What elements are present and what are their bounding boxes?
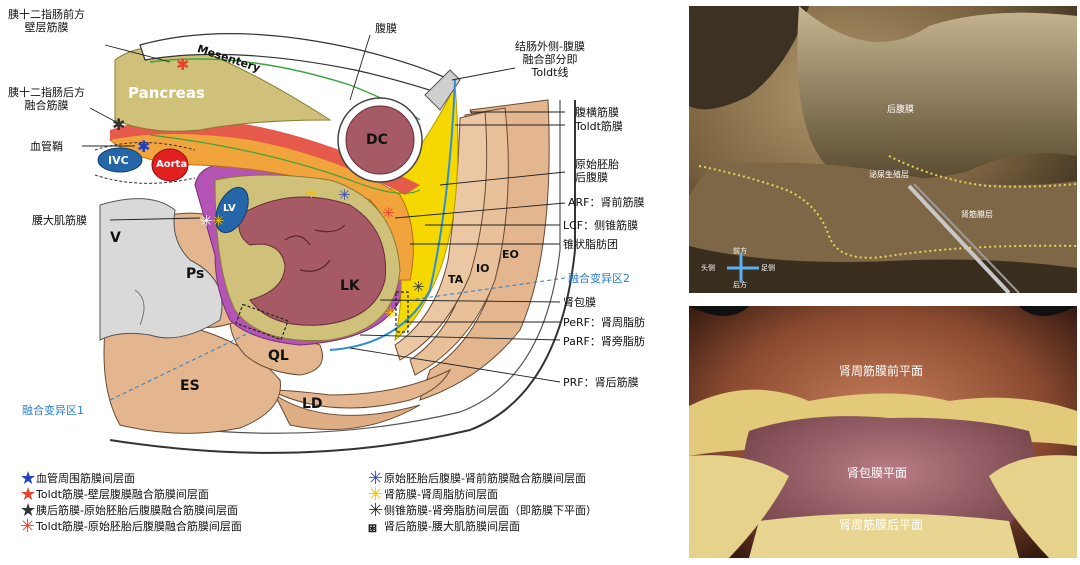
laparoscopic-photo-svg	[689, 306, 1077, 558]
anatomy-diagram-svg: ✱ ✱ ✱ ✳ ✳ ✳ ✳ ✳ ✳ ✳	[82, 33, 576, 454]
orientation-arrows	[727, 254, 759, 282]
organ-label-v: V	[110, 230, 121, 246]
label-toldt-fascia: Toldt筋膜	[575, 120, 623, 133]
toldt-line-wedge	[424, 69, 461, 111]
body-wall-outline-2	[119, 100, 561, 434]
orientation-label-back: 后方	[733, 281, 747, 289]
legend-item: ★Toldt筋膜-壁层腹膜融合筋膜间层面	[20, 484, 209, 505]
laparoscopic-photo: 肾周筋膜前平面 肾包膜平面 肾周筋膜后平面	[689, 306, 1077, 558]
organ-label-ps: Ps	[186, 266, 205, 282]
photo-label-peritoneum: 后腹膜	[887, 105, 915, 115]
legend-item: ★血管周围筋膜间层面	[20, 468, 135, 489]
label-primitive-retro: 原始胚胎后腹膜	[575, 158, 619, 184]
label-vascular-sheath: 血管鞘	[30, 140, 63, 153]
organ-label-lk: LK	[340, 278, 360, 294]
label-renal-capsule: 肾包膜	[563, 296, 596, 309]
label-duodenum-posterior: 胰十二指肠后方融合筋膜	[8, 86, 85, 112]
star-icon: ★	[20, 500, 37, 521]
star-marker-yellow: ✳	[305, 184, 318, 202]
orientation-label-foot: 足侧	[761, 264, 775, 272]
left-renal-vein-shape	[215, 186, 249, 234]
organ-label-dc: DC	[366, 132, 388, 148]
label-duodenum-anterior: 胰十二指肠前方壁层筋膜	[8, 8, 85, 34]
fusion-box-2	[395, 291, 409, 333]
dissection-photo: 后腹膜 泌尿生殖层 肾筋膜层 头侧 前方 足侧 后方	[689, 6, 1077, 293]
legend-text: 肾筋膜-肾周脂肪间层面	[384, 488, 498, 501]
organ-label-eo: EO	[502, 248, 519, 261]
legend-item: ★胰后筋膜-原始胚胎后腹膜融合筋膜间层面	[20, 500, 238, 521]
star-marker-dark: ✱	[112, 115, 125, 134]
muscle-ld-main	[273, 393, 421, 430]
label-cone-fat: 锥状脂肪团	[563, 238, 618, 251]
anatomy-diagram: ✱ ✱ ✱ ✳ ✳ ✳ ✳ ✳ ✳ ✳ 胰十二指肠前方壁层筋膜 腹膜 结肠外侧-…	[8, 8, 645, 536]
dissection-photo-svg	[689, 6, 1077, 293]
legend-item: ✳原始胚胎后腹膜-肾前筋膜融合筋膜间层面	[368, 468, 586, 489]
legend-text: 胰后筋膜-原始胚胎后腹膜融合筋膜间层面	[36, 504, 238, 517]
leader-lines	[82, 34, 566, 383]
ivc-shape	[97, 147, 143, 173]
boxed-asterisk-icon: ⧆	[368, 520, 377, 536]
asterisk-icon: ✳	[368, 500, 384, 521]
organ-label-ql: QL	[268, 348, 289, 364]
label-fusion-zone-1: 融合变异区1	[22, 404, 84, 417]
star-icon: ★	[20, 484, 37, 505]
organ-label-ld: LD	[302, 396, 323, 412]
kidney-shape	[238, 196, 387, 326]
muscle-ld	[269, 368, 452, 409]
legend-item: ✳肾筋膜-肾周脂肪间层面	[368, 484, 498, 505]
organ-label-aorta: Aorta	[156, 159, 188, 170]
aorta-shape	[151, 148, 189, 182]
label-transversalis: 腹横筋膜	[575, 106, 619, 119]
label-peritoneum: 腹膜	[375, 22, 397, 35]
forceps-instrument	[907, 184, 1011, 293]
organ-label-es: ES	[180, 378, 200, 394]
orientation-label-head: 头侧	[701, 264, 715, 272]
star-marker-navy: ✳	[338, 186, 351, 204]
asterisk-icon: ✳	[20, 516, 36, 537]
vertebra-shape	[99, 198, 223, 341]
label-lcf: LCF：侧锥筋膜	[563, 219, 639, 232]
legend-text: Toldt筋膜-原始胚胎后腹膜融合筋膜间层面	[36, 520, 242, 533]
legend-item: ⧆ 肾后筋膜-腰大肌筋膜间层面	[368, 520, 520, 535]
legend-item: ✳Toldt筋膜-原始胚胎后腹膜融合筋膜间层面	[20, 516, 242, 537]
orientation-label-front: 前方	[733, 247, 747, 255]
legend-text: 原始胚胎后腹膜-肾前筋膜融合筋膜间层面	[384, 472, 586, 485]
star-marker-yellow-2: ✳	[212, 212, 225, 230]
label-parf: PaRF：肾旁脂肪	[563, 335, 645, 348]
organ-label-io: IO	[476, 262, 490, 275]
photo-label-posterior-plane: 肾周筋膜后平面	[839, 518, 924, 532]
star-icon: ★	[20, 468, 37, 489]
legend-text: 侧锥筋膜-肾旁脂肪间层面（即筋膜下平面）	[384, 504, 597, 517]
label-fusion-zone-2: 融合变异区2	[568, 272, 630, 285]
body-wall-outline	[109, 100, 576, 454]
legend: ★血管周围筋膜间层面 ★Toldt筋膜-壁层腹膜融合筋膜间层面 ★胰后筋膜-原始…	[8, 468, 688, 563]
legend-text: 肾后筋膜-腰大肌筋膜间层面	[384, 520, 520, 533]
legend-item: ✳侧锥筋膜-肾旁脂肪间层面（即筋膜下平面）	[368, 500, 597, 521]
organ-label-pancreas: Pancreas	[128, 84, 205, 102]
photo-label-germinal-layer: 泌尿生殖层	[869, 170, 909, 179]
label-arf: ARF：肾前筋膜	[568, 196, 645, 209]
organ-label-ivc: IVC	[108, 154, 129, 167]
blue-fascia-line	[329, 79, 456, 351]
label-prf: PRF：肾后筋膜	[563, 376, 639, 389]
organ-label-lv: LV	[223, 203, 236, 214]
photo-label-renal-fascia: 肾筋膜层	[961, 210, 993, 219]
label-psoas-fascia: 腰大肌筋膜	[32, 214, 87, 227]
star-marker-blue: ✱	[137, 137, 150, 156]
star-marker-white: ✳	[200, 212, 213, 230]
star-marker-red: ✱	[176, 55, 189, 74]
photo-label-anterior-plane: 肾周筋膜前平面	[839, 364, 924, 378]
label-perf: PeRF：肾周脂肪	[563, 316, 645, 329]
green-fascia-line	[149, 134, 421, 194]
star-marker-yellow-3: ✳	[384, 304, 397, 322]
asterisk-icon: ✳	[368, 484, 384, 505]
star-marker-orange: ✳	[382, 204, 395, 222]
star-marker-black: ✳	[412, 278, 425, 296]
asterisk-icon: ✳	[368, 468, 384, 489]
legend-text: 血管周围筋膜间层面	[36, 472, 135, 485]
organ-label-ta: TA	[448, 273, 464, 286]
legend-text: Toldt筋膜-壁层腹膜融合筋膜间层面	[36, 488, 209, 501]
photo-label-capsule-plane: 肾包膜平面	[847, 466, 908, 480]
